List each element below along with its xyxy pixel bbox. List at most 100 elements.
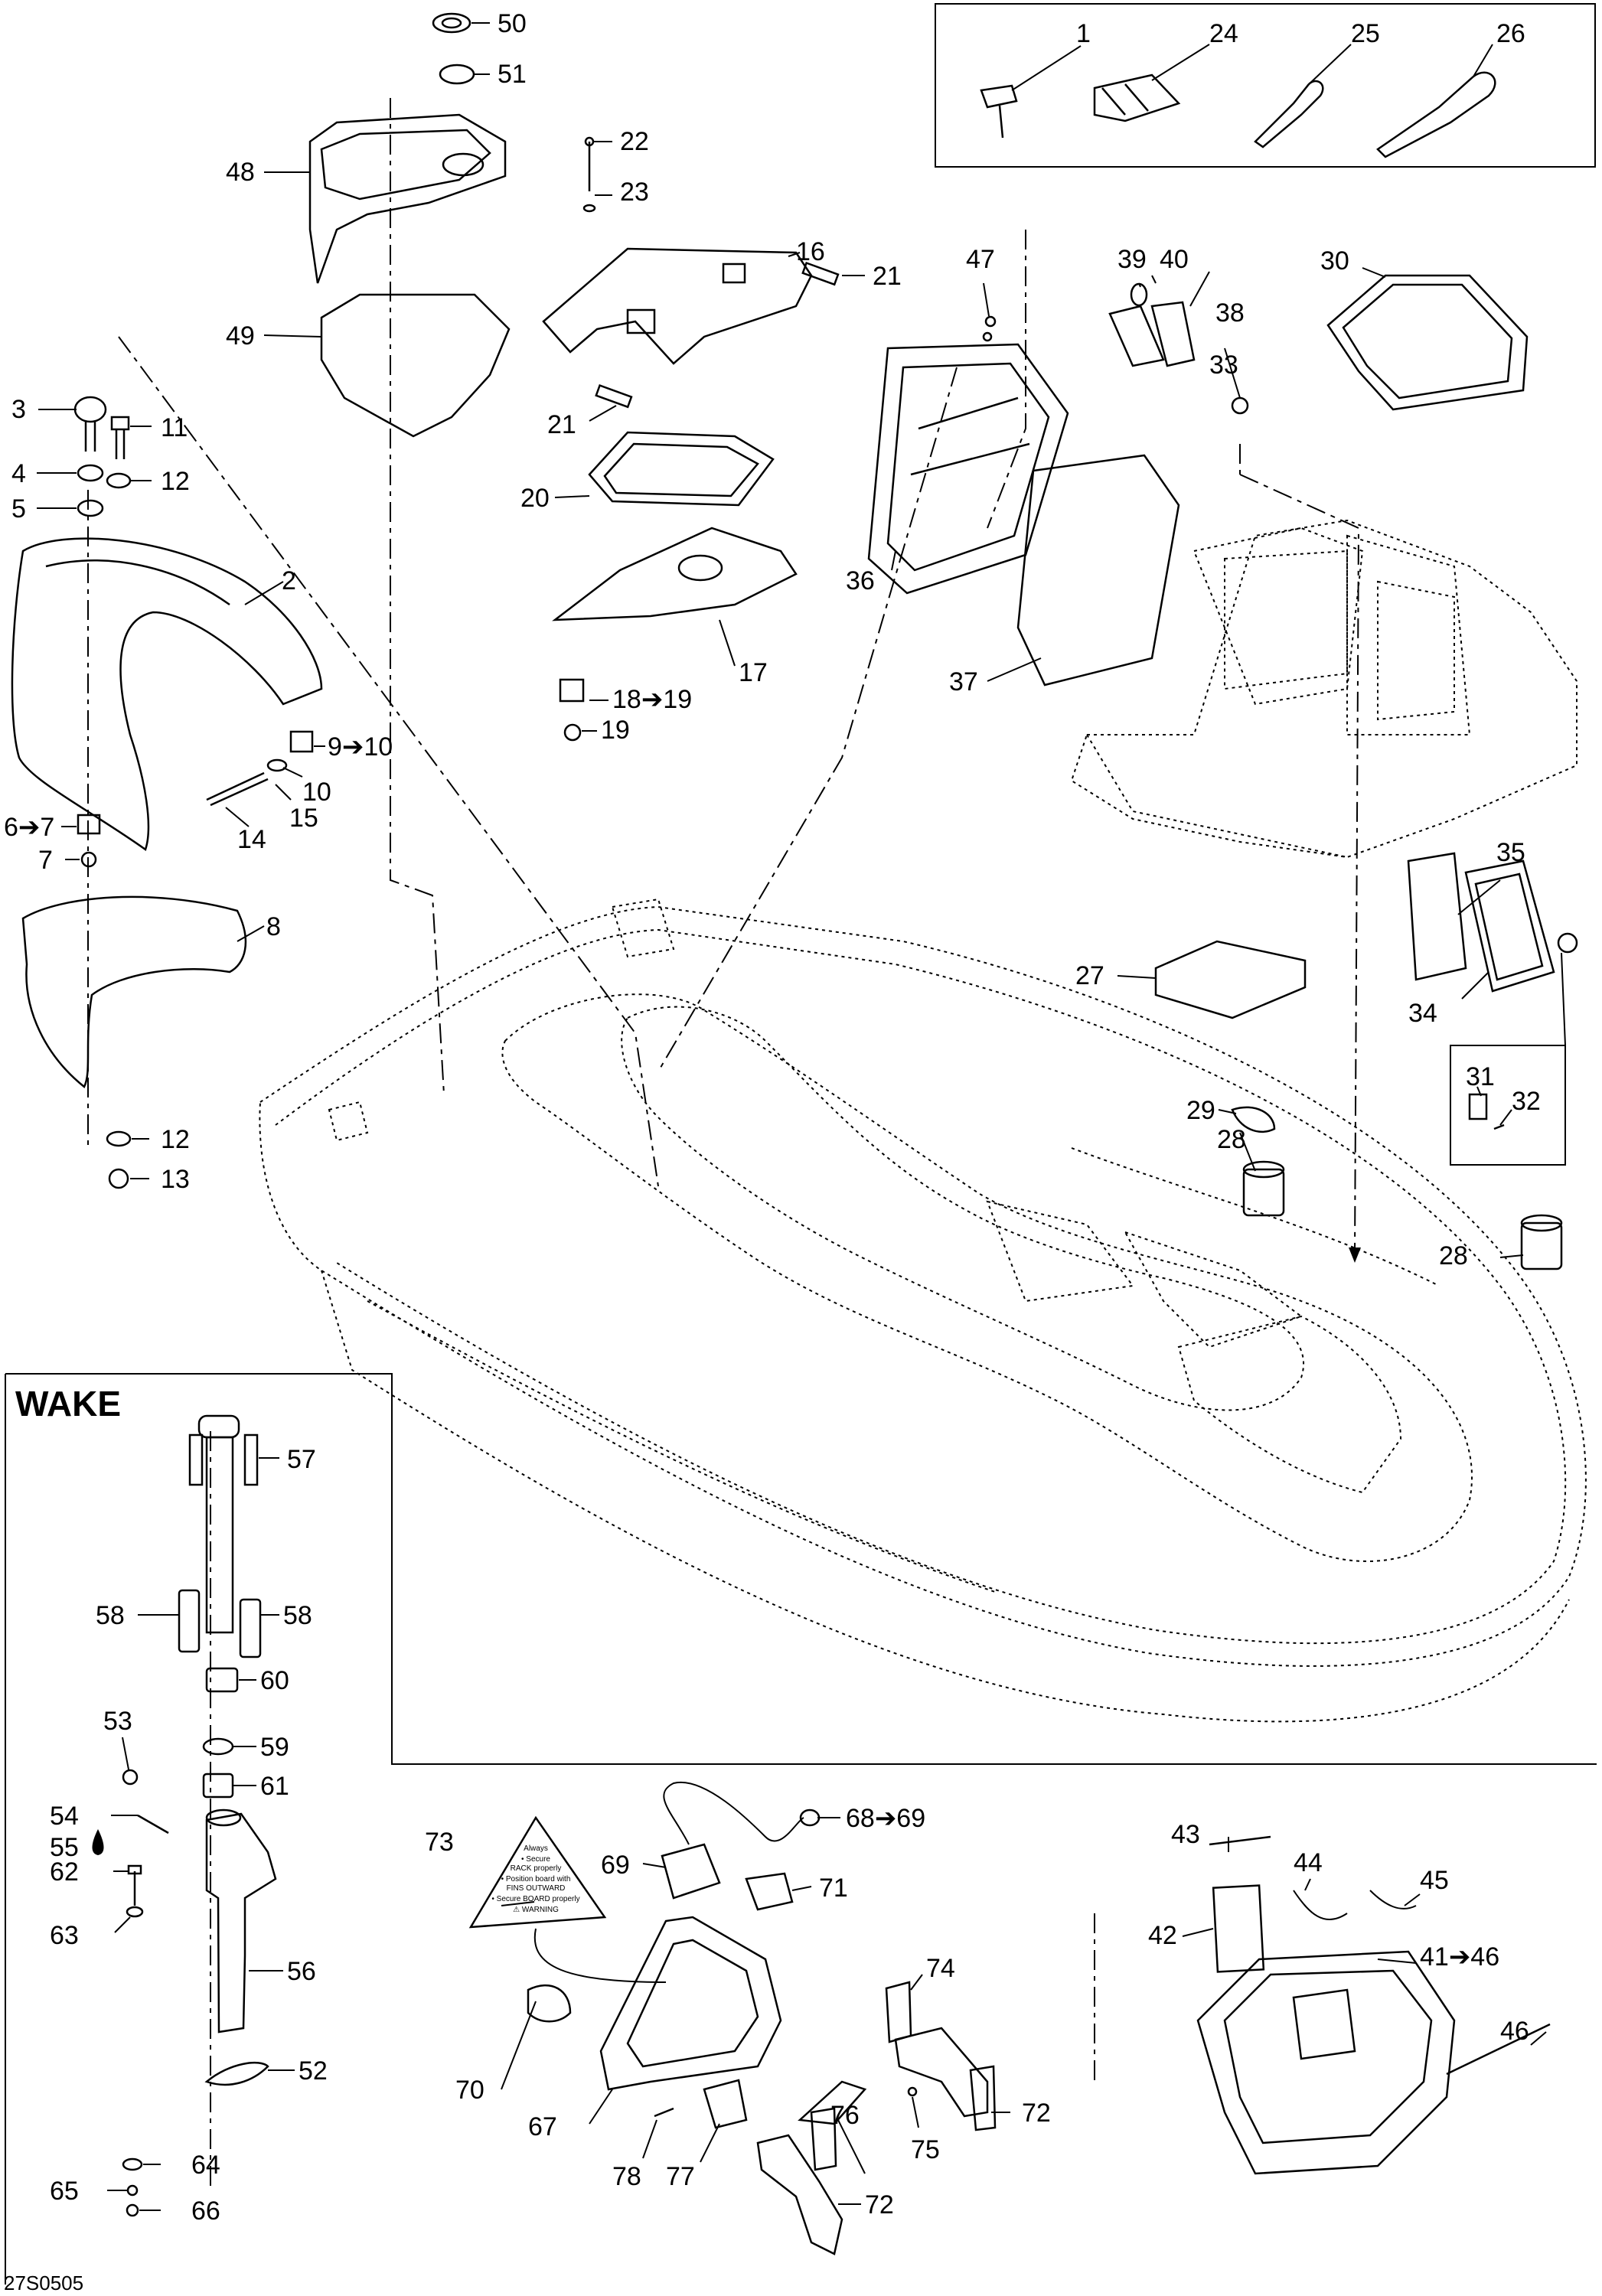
wake-section-title: WAKE — [15, 1384, 121, 1424]
parts-left — [11, 396, 323, 1189]
label-47: 47 — [966, 245, 995, 274]
label-31: 31 — [1466, 1062, 1495, 1091]
label-46: 46 — [1500, 2017, 1529, 2046]
label-32: 32 — [1512, 1087, 1541, 1116]
label-12: 12 — [161, 467, 190, 496]
label-45: 45 — [1420, 1866, 1449, 1895]
label-39: 39 — [1117, 245, 1147, 274]
label-24: 24 — [1209, 19, 1238, 48]
label-10: 10 — [302, 778, 331, 807]
label-40: 40 — [1160, 245, 1189, 274]
label-7: 7 — [38, 846, 53, 875]
label-30: 30 — [1320, 246, 1349, 276]
label-23: 23 — [620, 178, 649, 207]
parts-wake-pylon — [92, 1414, 277, 2217]
svg-text:• Secure: • Secure — [521, 1855, 550, 1864]
label-22: 22 — [620, 127, 649, 156]
label-17: 17 — [739, 658, 768, 687]
svg-text:RACK properly: RACK properly — [511, 1864, 562, 1873]
label-58b: 58 — [283, 1601, 312, 1630]
label-13: 13 — [161, 1165, 190, 1194]
label-9-to-10: 9➔10 — [328, 732, 393, 762]
label-63: 63 — [50, 1921, 79, 1950]
label-1: 1 — [1076, 19, 1091, 48]
label-36: 36 — [846, 566, 875, 595]
label-77: 77 — [666, 2162, 695, 2191]
label-33: 33 — [1209, 351, 1238, 380]
svg-text:• Position board with: • Position board with — [501, 1875, 571, 1883]
label-5: 5 — [11, 494, 26, 523]
label-53: 53 — [103, 1707, 132, 1736]
label-4: 4 — [11, 459, 26, 488]
label-43: 43 — [1171, 1820, 1200, 1849]
label-8: 8 — [266, 912, 281, 941]
label-67: 67 — [528, 2112, 557, 2141]
leader-lines — [37, 22, 1547, 2211]
label-21a: 21 — [873, 262, 902, 291]
label-76: 76 — [830, 2101, 860, 2130]
label-65: 65 — [50, 2177, 79, 2206]
label-50: 50 — [498, 9, 527, 38]
label-73: 73 — [425, 1828, 454, 1857]
label-74: 74 — [926, 1954, 955, 1983]
label-42: 42 — [1148, 1921, 1177, 1950]
arrow-down — [1349, 1247, 1361, 1263]
label-54: 54 — [50, 1802, 79, 1831]
projection-lines — [87, 98, 1360, 2189]
label-78: 78 — [612, 2162, 641, 2191]
label-27: 27 — [1075, 961, 1104, 990]
label-28a: 28 — [1217, 1125, 1246, 1154]
decal-73-text: Always • Secure RACK properly • Position… — [491, 1844, 579, 1914]
hull-phantom — [259, 898, 1587, 1723]
hardware-inset-box — [935, 3, 1596, 168]
label-57: 57 — [287, 1445, 316, 1474]
label-35: 35 — [1496, 838, 1525, 867]
label-21b: 21 — [547, 410, 576, 439]
label-62: 62 — [50, 1857, 79, 1887]
parts-top — [308, 12, 840, 742]
label-2: 2 — [282, 566, 296, 595]
label-25: 25 — [1351, 19, 1380, 48]
label-12b: 12 — [161, 1125, 190, 1154]
parts-storage-box — [1196, 1835, 1551, 2175]
label-66: 66 — [191, 2197, 220, 2226]
label-51: 51 — [498, 60, 527, 89]
storage-bin-phantom — [1070, 519, 1578, 859]
label-58a: 58 — [96, 1601, 125, 1630]
svg-text:• Secure BOARD properly: • Secure BOARD properly — [491, 1895, 579, 1903]
label-18-to-19: 18➔19 — [612, 685, 692, 714]
label-75: 75 — [911, 2135, 940, 2164]
label-56: 56 — [287, 1957, 316, 1986]
label-29: 29 — [1186, 1096, 1215, 1125]
label-68-to-69: 68➔69 — [846, 1804, 925, 1833]
inset-parts — [980, 71, 1496, 158]
label-6-to-7: 6➔7 — [4, 813, 54, 842]
label-52: 52 — [299, 2056, 328, 2086]
label-11: 11 — [161, 413, 188, 442]
label-34: 34 — [1408, 999, 1437, 1028]
svg-text:Always: Always — [524, 1844, 548, 1853]
svg-text:⚠ WARNING: ⚠ WARNING — [513, 1906, 559, 1914]
label-72a: 72 — [1022, 2099, 1051, 2128]
wake-section-border — [5, 1373, 1597, 1765]
label-60: 60 — [260, 1666, 289, 1695]
part-labels: 1 24 25 26 50 51 48 49 22 23 16 21 21 20… — [4, 9, 1541, 2226]
label-15: 15 — [289, 804, 318, 833]
svg-text:FINS OUTWARD: FINS OUTWARD — [507, 1884, 566, 1893]
label-72b: 72 — [865, 2190, 894, 2219]
detail-box-31-32 — [1450, 1045, 1566, 1166]
label-28b: 28 — [1439, 1241, 1468, 1270]
label-37: 37 — [949, 667, 978, 696]
label-38: 38 — [1215, 298, 1245, 328]
label-44: 44 — [1294, 1848, 1323, 1877]
label-3: 3 — [11, 395, 26, 424]
label-14: 14 — [237, 825, 266, 854]
label-48: 48 — [226, 158, 255, 187]
label-19: 19 — [601, 716, 630, 745]
label-59: 59 — [260, 1733, 289, 1762]
label-20: 20 — [520, 484, 550, 513]
label-64: 64 — [191, 2151, 220, 2180]
label-49: 49 — [226, 321, 255, 351]
label-71: 71 — [819, 1874, 848, 1903]
